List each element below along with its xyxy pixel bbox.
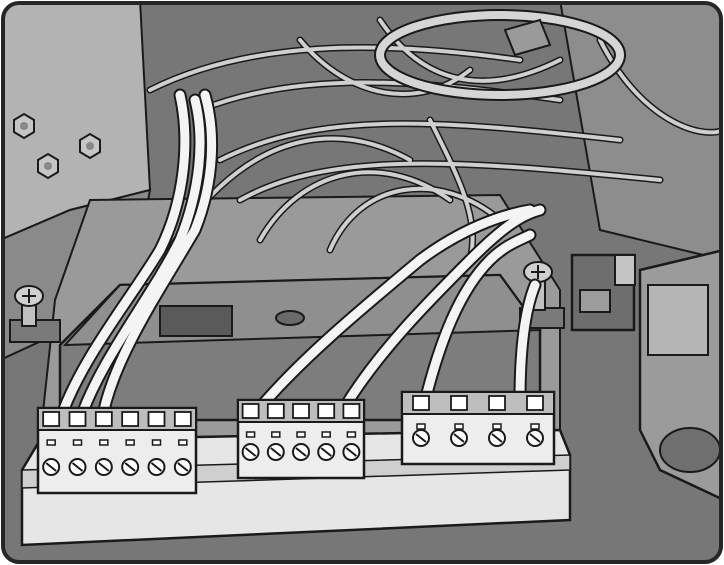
right-terminal-block xyxy=(400,390,556,466)
terminal-icon xyxy=(488,395,506,447)
terminal-block-top xyxy=(401,391,555,415)
terminal-block-top xyxy=(37,407,197,431)
plug-tab xyxy=(614,254,636,286)
relay-base xyxy=(659,427,721,473)
cable-tie xyxy=(503,18,552,57)
terminal-icon xyxy=(266,403,285,461)
nut-icon xyxy=(13,112,35,140)
left-terminal-block xyxy=(36,406,198,495)
middle-terminal-block xyxy=(236,398,366,480)
front-wires xyxy=(55,90,545,425)
terminal-icon xyxy=(412,395,430,447)
screw-icon xyxy=(9,285,61,343)
terminal-icon xyxy=(121,411,140,476)
nut-icon xyxy=(37,152,59,180)
relay-face xyxy=(647,284,709,356)
label-plate xyxy=(159,305,233,337)
plug-latch xyxy=(579,289,611,313)
terminal-icon xyxy=(317,403,336,461)
terminal-icon xyxy=(94,411,113,476)
terminal-icon xyxy=(292,403,310,461)
terminal-icon xyxy=(147,411,166,476)
terminal-icon xyxy=(173,411,192,476)
terminal-icon xyxy=(526,395,544,447)
nut-icon xyxy=(79,132,101,160)
top-right-panel xyxy=(558,3,721,262)
mount-hole xyxy=(275,310,305,326)
terminal-icon xyxy=(241,403,260,461)
harness-loop xyxy=(376,11,624,99)
terminal-blocks xyxy=(36,390,556,495)
terminal-icon xyxy=(68,411,87,476)
terminal-icon xyxy=(342,403,361,461)
terminal-icon xyxy=(450,395,468,447)
terminal-icon xyxy=(42,411,61,476)
